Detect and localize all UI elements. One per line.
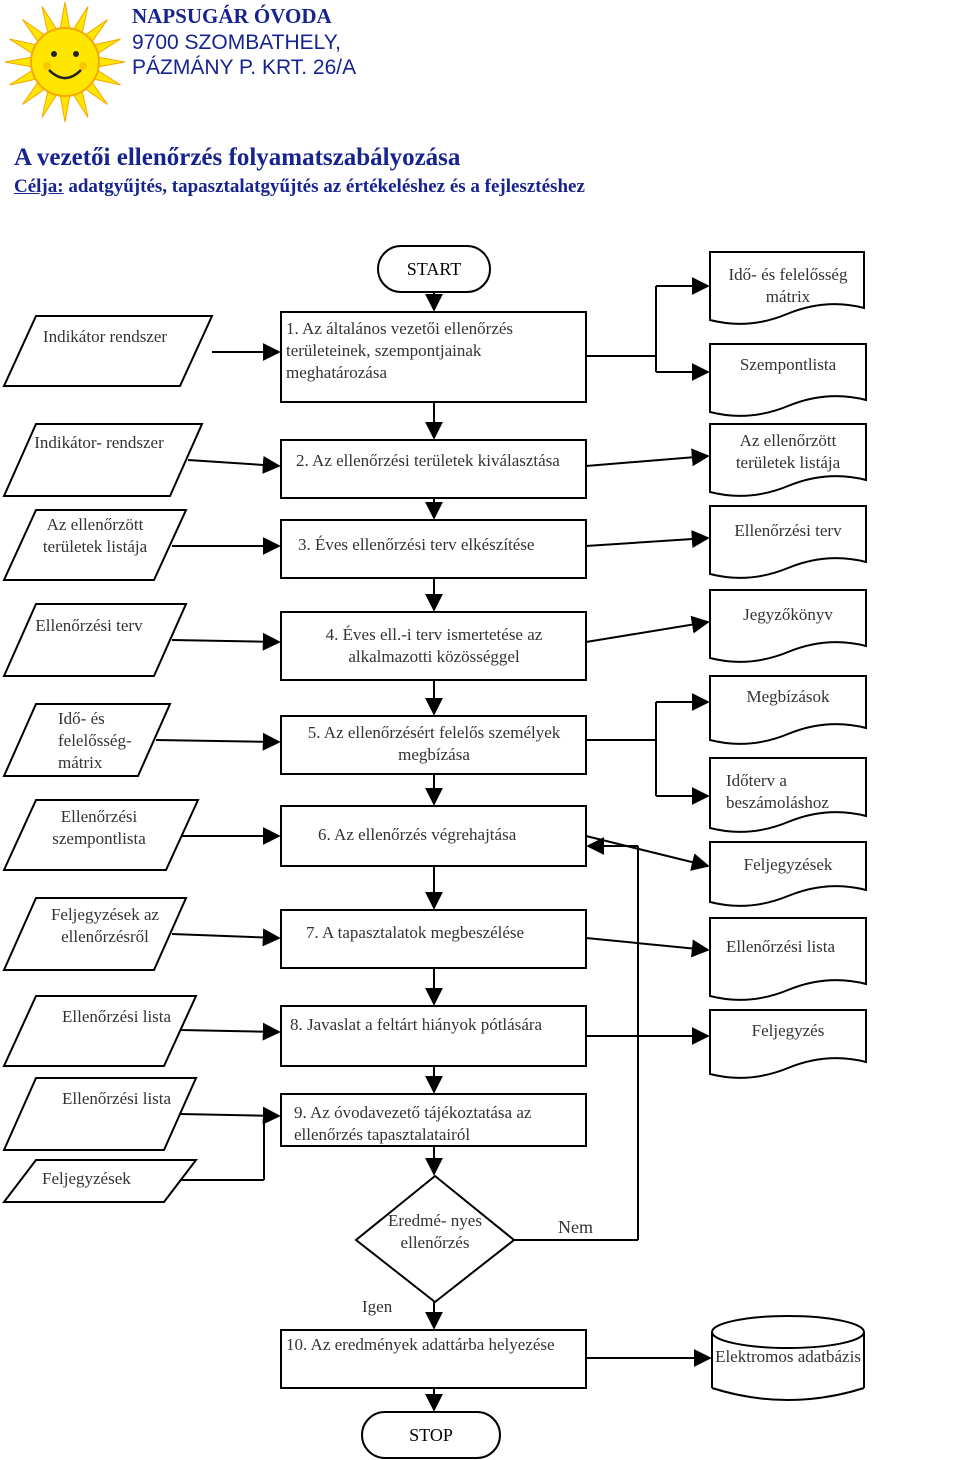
step-6: 6. Az ellenőrzés végrehajtása	[318, 825, 517, 844]
input-shape-5	[2, 703, 172, 777]
start-label: START	[406, 259, 462, 279]
step-10: 10. Az eredmények adattárba helyezése	[286, 1335, 555, 1354]
input-shape-1	[2, 315, 214, 387]
output-3: Az ellenőrzött területek listája	[735, 431, 841, 472]
output-doc-5	[709, 589, 867, 663]
database-label: Elektromos adatbázis	[715, 1347, 861, 1366]
step-8: 8. Javaslat a feltárt hiányok pótlására	[290, 1015, 543, 1034]
step-2: 2. Az ellenőrzési területek kiválasztása	[296, 451, 560, 470]
output-5: Jegyzőkönyv	[743, 605, 833, 624]
database-cylinder	[711, 1315, 865, 1401]
output-doc-2	[709, 343, 867, 417]
input-shape-9	[2, 1077, 198, 1151]
output-9: Ellenőrzési lista	[726, 937, 836, 956]
input-shape-2	[2, 423, 204, 497]
input-6: Ellenőrzési szempontlista	[52, 807, 146, 848]
input-10: Feljegyzések	[42, 1169, 131, 1188]
yes-label: Igen	[362, 1297, 393, 1316]
no-label: Nem	[558, 1217, 593, 1237]
step-5: 5. Az ellenőrzésért felelős személyek me…	[307, 723, 561, 764]
output-doc-10	[709, 1009, 867, 1079]
output-doc-1	[709, 251, 865, 325]
org-name: NAPSUGÁR ÓVODA	[132, 4, 332, 28]
input-shape-8	[2, 995, 198, 1067]
address-line-1: 9700 SZOMBATHELY,	[132, 31, 341, 54]
output-2: Szempontlista	[739, 355, 837, 374]
output-doc-3	[709, 423, 867, 497]
step-1: 1. Az általános vezetői ellenőrzés terül…	[286, 319, 514, 382]
step-9: 9. Az óvodavezető tájékoztatása az ellen…	[294, 1103, 532, 1144]
step-3: 3. Éves ellenőrzési terv elkészítése	[298, 535, 535, 554]
output-doc-9	[709, 917, 867, 1001]
subtitle-label: Célja:	[14, 176, 64, 197]
input-shape-4	[2, 603, 188, 677]
stop-label: STOP	[409, 1425, 453, 1445]
input-3: Az ellenőrzött területek listája	[42, 515, 148, 556]
input-1: Indikátor rendszer	[42, 327, 168, 346]
output-8: Feljegyzések	[743, 855, 833, 874]
input-4: Ellenőrzési terv	[35, 616, 143, 635]
stop-terminator	[361, 1411, 501, 1459]
sun-logo	[4, 1, 126, 123]
org-address: 9700 SZOMBATHELY,PÁZMÁNY P. KRT. 26/A	[132, 30, 356, 80]
output-doc-6	[709, 675, 867, 745]
input-9: Ellenőrzési lista	[62, 1089, 172, 1108]
input-shape-10	[1, 1159, 199, 1203]
output-doc-7	[709, 757, 867, 833]
step-4: 4. Éves ell.-i terv ismertetése az alkal…	[325, 625, 543, 666]
page-subtitle: Célja: adatgyűjtés, tapasztalatgyűjtés a…	[14, 176, 585, 198]
input-shape-7	[2, 897, 188, 971]
input-2: Indikátor- rendszer	[34, 433, 164, 452]
input-8: Ellenőrzési lista	[62, 1007, 172, 1026]
address-line-2: PÁZMÁNY P. KRT. 26/A	[132, 56, 357, 79]
output-doc-8	[709, 841, 867, 907]
page-title: A vezetői ellenőrzés folyamatszabályozás…	[14, 144, 461, 171]
input-shape-3	[2, 509, 188, 581]
step-7: 7. A tapasztalatok megbeszélése	[306, 923, 525, 942]
input-shape-6	[2, 799, 200, 871]
subtitle-text: adatgyűjtés, tapasztalatgyűjtés az érték…	[63, 176, 585, 197]
input-7: Feljegyzések az ellenőrzésről	[50, 905, 160, 946]
decision-label: Eredmé- nyes ellenőrzés	[388, 1211, 482, 1252]
output-1: Idő- és felelősség mátrix	[728, 265, 848, 306]
input-5: Idő- és felelősség- mátrix	[58, 709, 132, 772]
output-4: Ellenőrzési terv	[734, 521, 842, 540]
output-7: Időterv a beszámoláshoz	[726, 771, 829, 812]
output-doc-4	[709, 505, 867, 579]
output-10: Feljegyzés	[751, 1021, 825, 1040]
output-6: Megbízások	[746, 687, 830, 706]
